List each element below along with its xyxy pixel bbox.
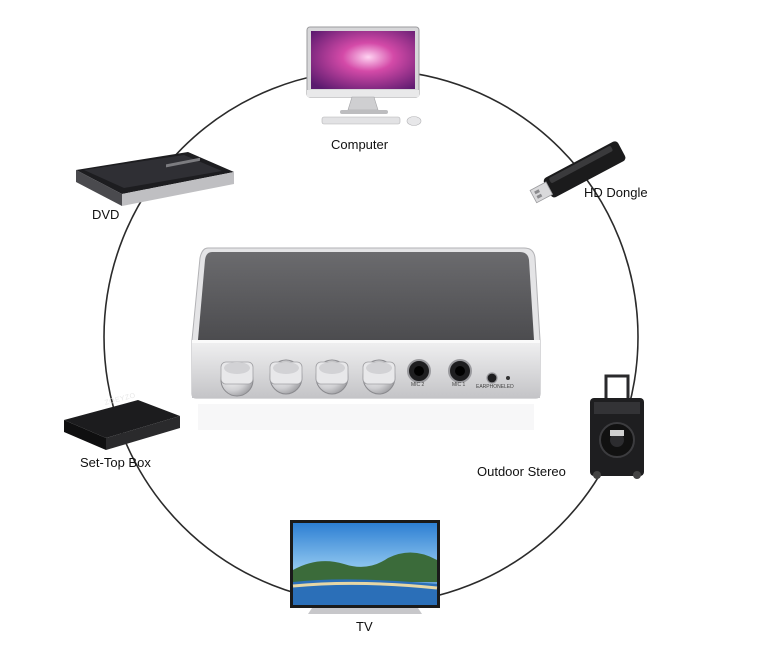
jack-label-mic1: MIC 1	[452, 382, 466, 388]
dvd-device	[70, 150, 240, 214]
outdoor-stereo-device	[584, 374, 648, 480]
computer-label: Computer	[331, 137, 389, 152]
tv-device	[288, 518, 442, 618]
set-top-box-device	[60, 396, 184, 454]
dvd-player-icon	[76, 152, 234, 206]
jack-label-earphone: EARPHONE	[476, 384, 505, 390]
karaoke-mixer-icon	[191, 247, 541, 430]
computer-device	[300, 24, 430, 132]
hd-dongle-device	[526, 136, 636, 204]
desktop-computer-icon	[306, 26, 422, 126]
trolley-speaker-icon	[590, 374, 644, 479]
jack-label-mic2: MIC 2	[411, 382, 425, 388]
tv-label: TV	[356, 619, 373, 634]
jack-label-led: LED	[504, 384, 514, 390]
outdoor-stereo-label: Outdoor Stereo	[477, 464, 566, 479]
dvd-label: DVD	[92, 207, 120, 222]
set-top-box-label: Set-Top Box	[80, 455, 151, 470]
usb-dongle-icon	[529, 141, 626, 204]
karaoke-mixer-hub	[190, 244, 542, 434]
hd-dongle-label: HD Dongle	[584, 185, 648, 200]
television-icon	[290, 520, 440, 614]
set-top-box-icon	[64, 400, 180, 450]
